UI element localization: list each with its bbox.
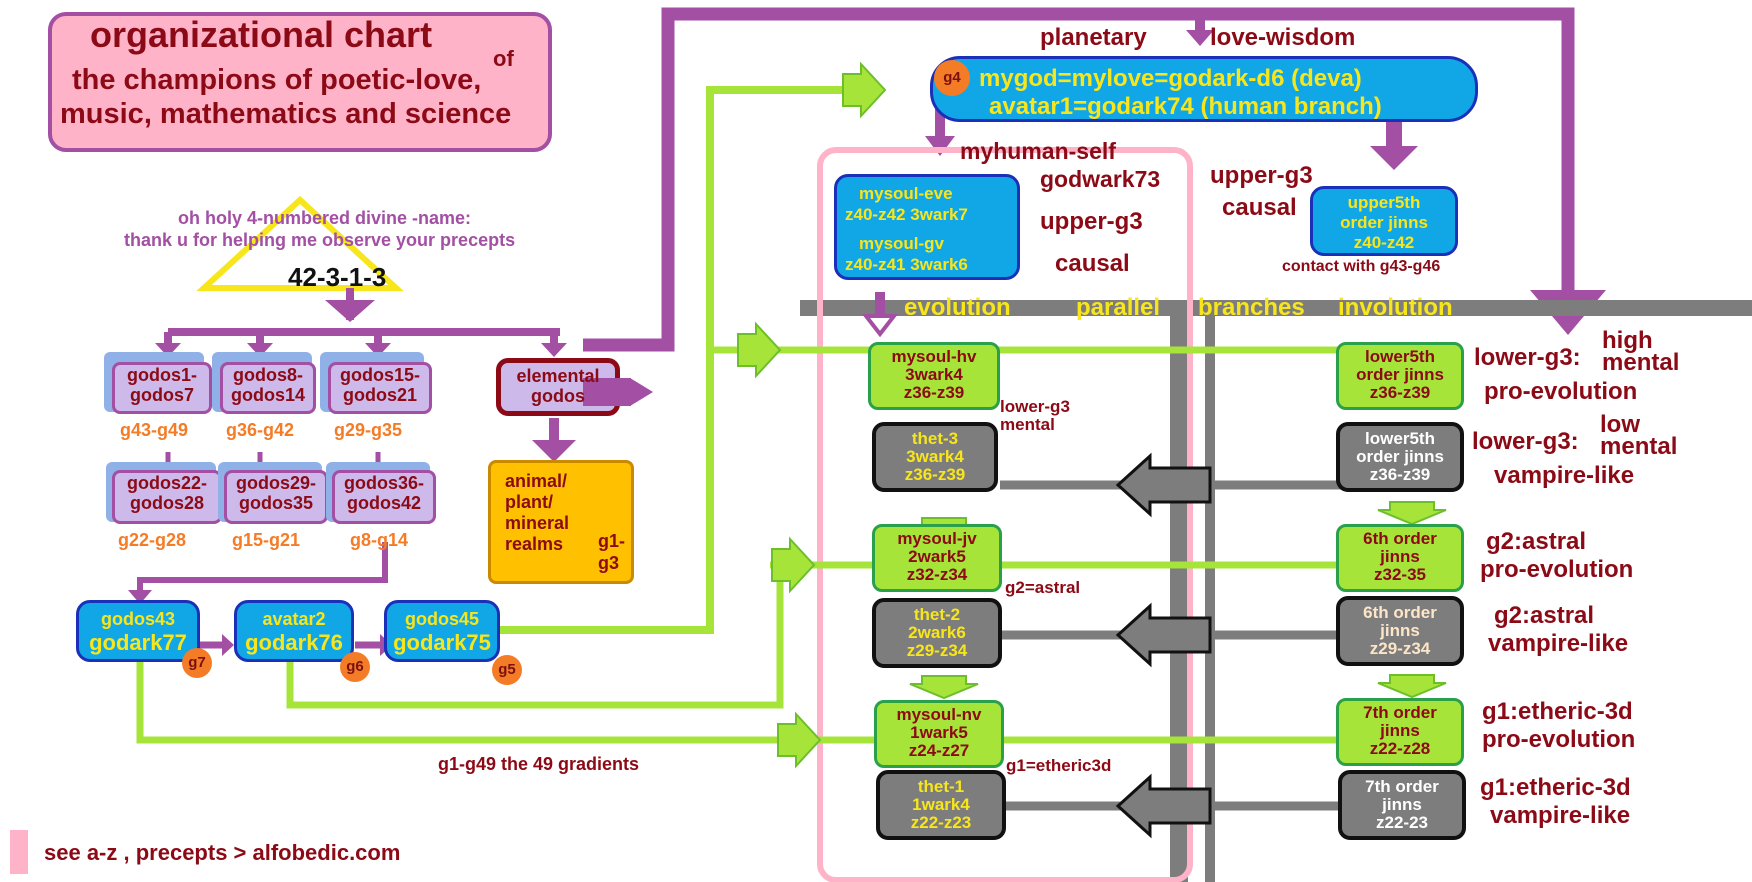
godos-range-4: g22-g28 [118, 530, 187, 550]
myhuman-sub: godwark73 [1040, 166, 1161, 192]
godark-box-2: avatar2 godark76 [234, 600, 354, 662]
band-branches: branches [1198, 294, 1305, 321]
soul-box: mysoul-eve z40-z42 3wark7 mysoul-gv z40-… [834, 174, 1020, 280]
right-node-4: 6th order jinns z29-z34 [1336, 596, 1464, 666]
godark-box-3: godos45 godark75 [384, 600, 500, 662]
left-node-4: thet-2 2wark6 z29-z34 [872, 598, 1002, 668]
right-label-1c: pro-evolution [1484, 378, 1638, 405]
footer-link[interactable]: see a-z , precepts > alfobedic.com [44, 840, 401, 865]
upper-g3-label-left: upper-g3 [1040, 208, 1143, 235]
godark-bottom-3: godark75 [393, 630, 491, 655]
g6-badge: g6 [340, 652, 370, 682]
right-label-2b: low mental [1600, 411, 1678, 460]
godark-bottom-2: godark76 [245, 630, 343, 655]
invocation-line1: oh holy 4-numbered divine -name: [178, 208, 472, 228]
right-label-6c: vampire-like [1490, 802, 1631, 829]
causal-label-left: causal [1055, 250, 1130, 277]
left-node-5: mysoul-nv 1wark5 z24-z27 [874, 700, 1004, 768]
right-label-2c: vampire-like [1494, 462, 1635, 489]
upper-g3-label-right: upper-g3 [1210, 162, 1313, 189]
g4-badge: g4 [934, 60, 970, 96]
myhuman-title: myhuman-self [960, 138, 1116, 164]
godark-top-1: godos43 [100, 609, 175, 629]
mygod-line2: avatar1=godark74 (human branch) [989, 93, 1382, 120]
godos-range-3: g29-g35 [334, 420, 403, 440]
right-label-1b: high mental [1602, 327, 1680, 376]
inner-label-g2: g2=astral [1005, 578, 1081, 597]
godos-group-6: godos36- godos42 [332, 470, 436, 524]
love-wisdom-label: love-wisdom [1210, 24, 1356, 51]
band-involution: involution [1338, 294, 1453, 321]
godos-range-2: g36-g42 [226, 420, 295, 440]
soul-line1: mysoul-eve [859, 184, 953, 203]
planetary-label: planetary [1040, 24, 1147, 51]
band-evolution: evolution [904, 294, 1011, 321]
title-of: of [493, 46, 514, 71]
godos-range-5: g15-g21 [232, 530, 301, 550]
godos-group-3: godos15- godos21 [328, 362, 432, 414]
divine-number: 42-3-1-3 [288, 262, 387, 292]
right-label-3c: pro-evolution [1480, 556, 1634, 583]
gradients-label: g1-g49 the 49 gradients [438, 754, 640, 774]
causal-label-right: causal [1222, 194, 1297, 221]
godos-group-1: godos1- godos7 [112, 362, 212, 414]
realms-g-label: g1- g3 [598, 531, 625, 573]
left-node-3: mysoul-jv 2wark5 z32-z34 [872, 524, 1002, 592]
soul-line3: mysoul-gv [859, 234, 945, 253]
right-label-6a: g1:etheric-3d [1480, 774, 1631, 801]
title-line3: music, mathematics and science [60, 98, 512, 130]
godos-group-2: godos8- godos14 [220, 362, 316, 414]
chart-title: organizational chart [90, 14, 433, 55]
band-parallel: parallel [1076, 294, 1161, 321]
g7-badge: g7 [182, 648, 212, 678]
title-box [48, 12, 552, 152]
right-node-5: 7th order jinns z22-z28 [1336, 698, 1464, 766]
right-node-6: 7th order jinns z22-23 [1338, 770, 1466, 840]
inner-label-g1: g1=etheric3d [1006, 756, 1112, 775]
contact-label: contact with g43-g46 [1282, 258, 1441, 275]
right-label-4a: g2:astral [1494, 602, 1595, 629]
invocation-line2: thank u for helping me observe your prec… [124, 230, 516, 250]
right-label-5a: g1:etheric-3d [1482, 698, 1633, 725]
left-node-6: thet-1 1wark4 z22-z23 [876, 770, 1006, 840]
right-label-5c: pro-evolution [1482, 726, 1636, 753]
godos-range-6: g8-g14 [350, 530, 409, 550]
soul-line4: z40-z41 3wark6 [845, 255, 968, 274]
godark-top-3: godos45 [404, 609, 479, 629]
g5-badge: g5 [492, 655, 522, 685]
godos-group-5: godos29- godos35 [224, 470, 328, 524]
godos-group-4: godos22- godos28 [112, 470, 222, 524]
mygod-box: mygod=mylove=godark-d6 (deva) avatar1=go… [930, 56, 1478, 122]
right-label-2a: lower-g3: [1472, 428, 1579, 455]
right-label-1a: lower-g3: [1474, 344, 1581, 371]
godark-bottom-1: godark77 [89, 630, 187, 655]
soul-line2: z40-z42 3wark7 [845, 205, 968, 224]
right-node-2: lower5th order jinns z36-z39 [1336, 422, 1464, 492]
right-node-3: 6th order jinns z32-35 [1336, 524, 1464, 592]
elemental-godos: elemental godos [516, 366, 600, 406]
left-node-1: mysoul-hv 3wark4 z36-z39 [868, 342, 1000, 410]
right-node-1: lower5th order jinns z36-z39 [1336, 342, 1464, 410]
upper5th-box: upper5th order jinns z40-z42 [1310, 186, 1458, 256]
mygod-line1: mygod=mylove=godark-d6 (deva) [979, 65, 1362, 92]
godos-range-1: g43-g49 [120, 420, 189, 440]
inner-label-lower-g3: lower-g3 mental [1000, 397, 1070, 434]
realms-box: animal/ plant/ mineral realms [488, 460, 634, 584]
right-label-3a: g2:astral [1486, 528, 1587, 555]
left-node-2: thet-3 3wark4 z36-z39 [872, 422, 998, 492]
godark-box-1: godos43 godark77 [76, 600, 200, 662]
right-label-4c: vampire-like [1488, 630, 1629, 657]
title-line2: the champions of poetic-love, [72, 64, 482, 96]
godark-top-2: avatar2 [262, 609, 326, 629]
